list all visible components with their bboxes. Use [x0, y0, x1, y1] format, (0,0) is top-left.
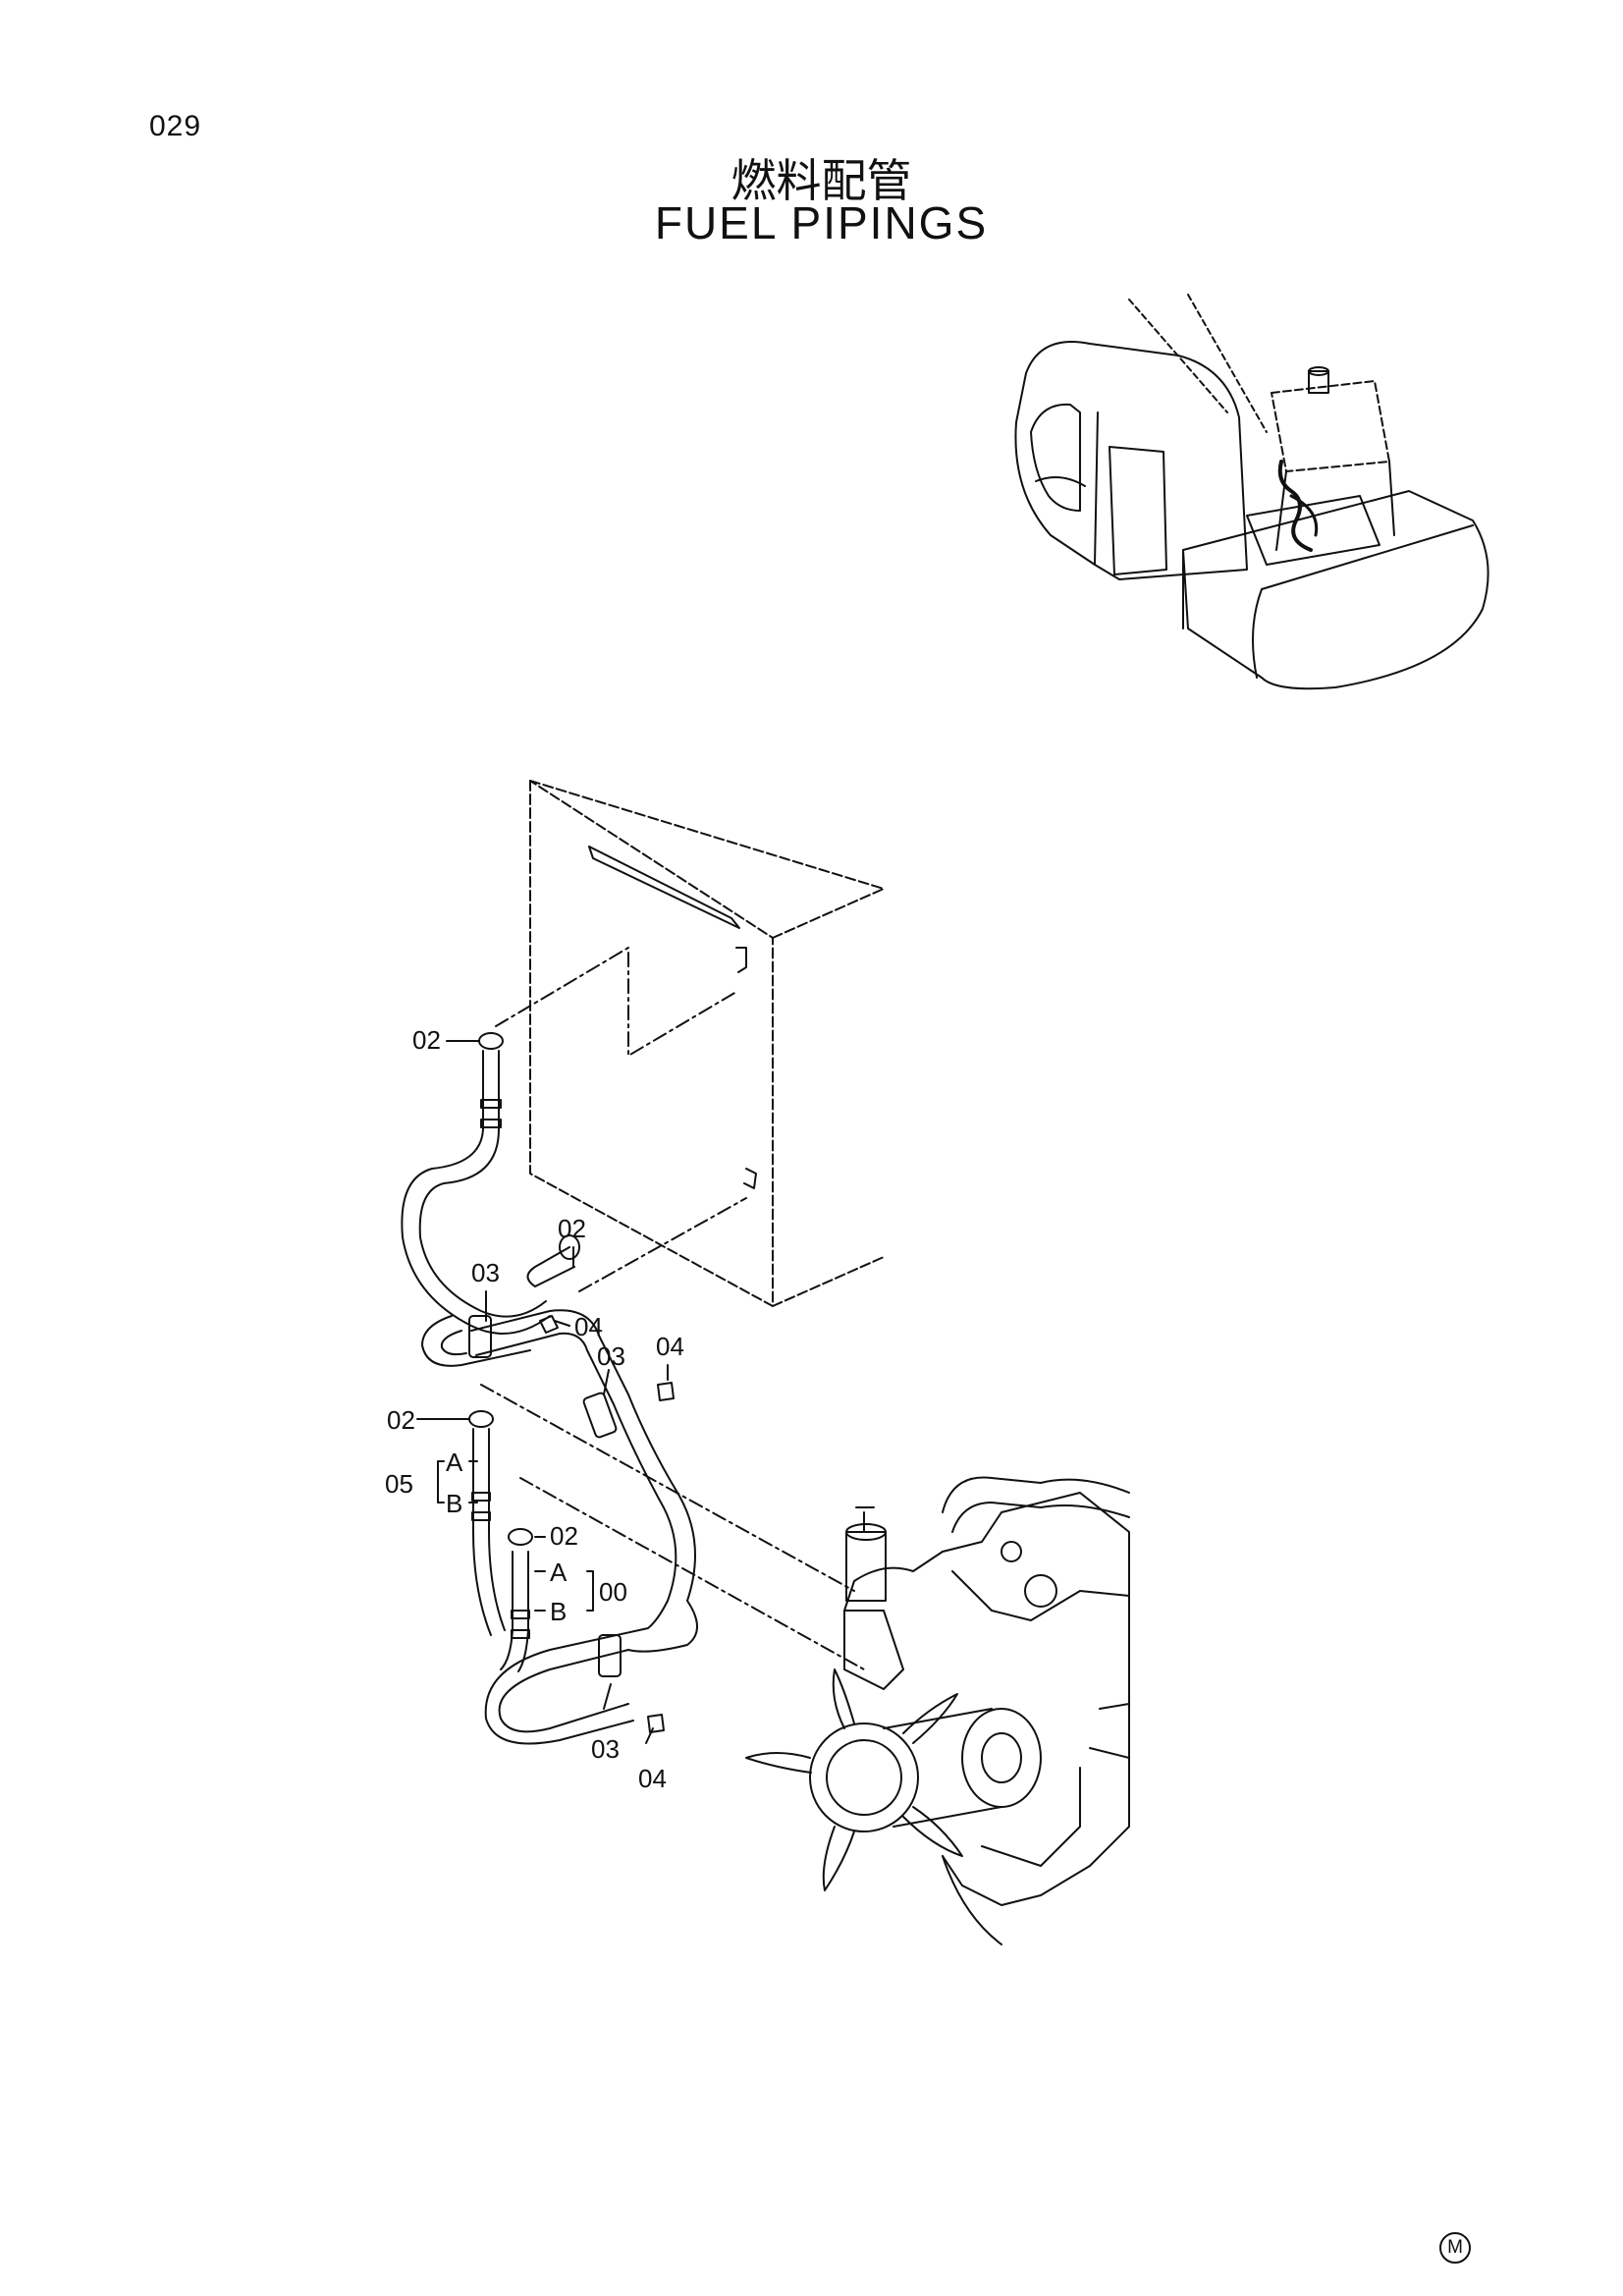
- callout-03-lower: 03: [591, 1734, 620, 1764]
- callout-02-top: 02: [412, 1025, 441, 1055]
- callout-03-upper-right: 03: [597, 1341, 625, 1371]
- callout-00: 00: [599, 1577, 627, 1607]
- excavator-overview-illustration: [1014, 294, 1489, 690]
- page-title-japanese: 燃料配管: [730, 154, 912, 207]
- callout-04-upper: 04: [574, 1312, 603, 1341]
- callout-05: 05: [385, 1469, 413, 1499]
- callout-a-lower: A: [550, 1558, 568, 1587]
- callout-04-lower: 04: [638, 1764, 667, 1793]
- fuel-hose-assembly: [401, 1032, 698, 1745]
- callout-b-upper: B: [446, 1489, 462, 1518]
- callout-04-right: 04: [656, 1332, 684, 1361]
- callout-b-lower: B: [550, 1597, 567, 1626]
- callout-02-left: 02: [387, 1405, 415, 1435]
- page-number: 029: [149, 110, 202, 142]
- callout-03-upper-left: 03: [471, 1258, 500, 1287]
- callout-02-low: 02: [550, 1521, 578, 1551]
- callout-02-mid: 02: [558, 1214, 586, 1243]
- engine-illustration: [745, 1476, 1130, 1945]
- callout-a-upper: A: [446, 1448, 463, 1477]
- callout-leaders: [416, 1040, 669, 1744]
- page-title: FUEL PIPINGS: [654, 197, 989, 248]
- footer-circled-mark: M: [1439, 2232, 1471, 2264]
- callout-labels: 02 02 03 04 03 04 02 05 A B 02 A B 00 03…: [385, 1025, 684, 1793]
- fuel-tank-illustration: [480, 780, 885, 1670]
